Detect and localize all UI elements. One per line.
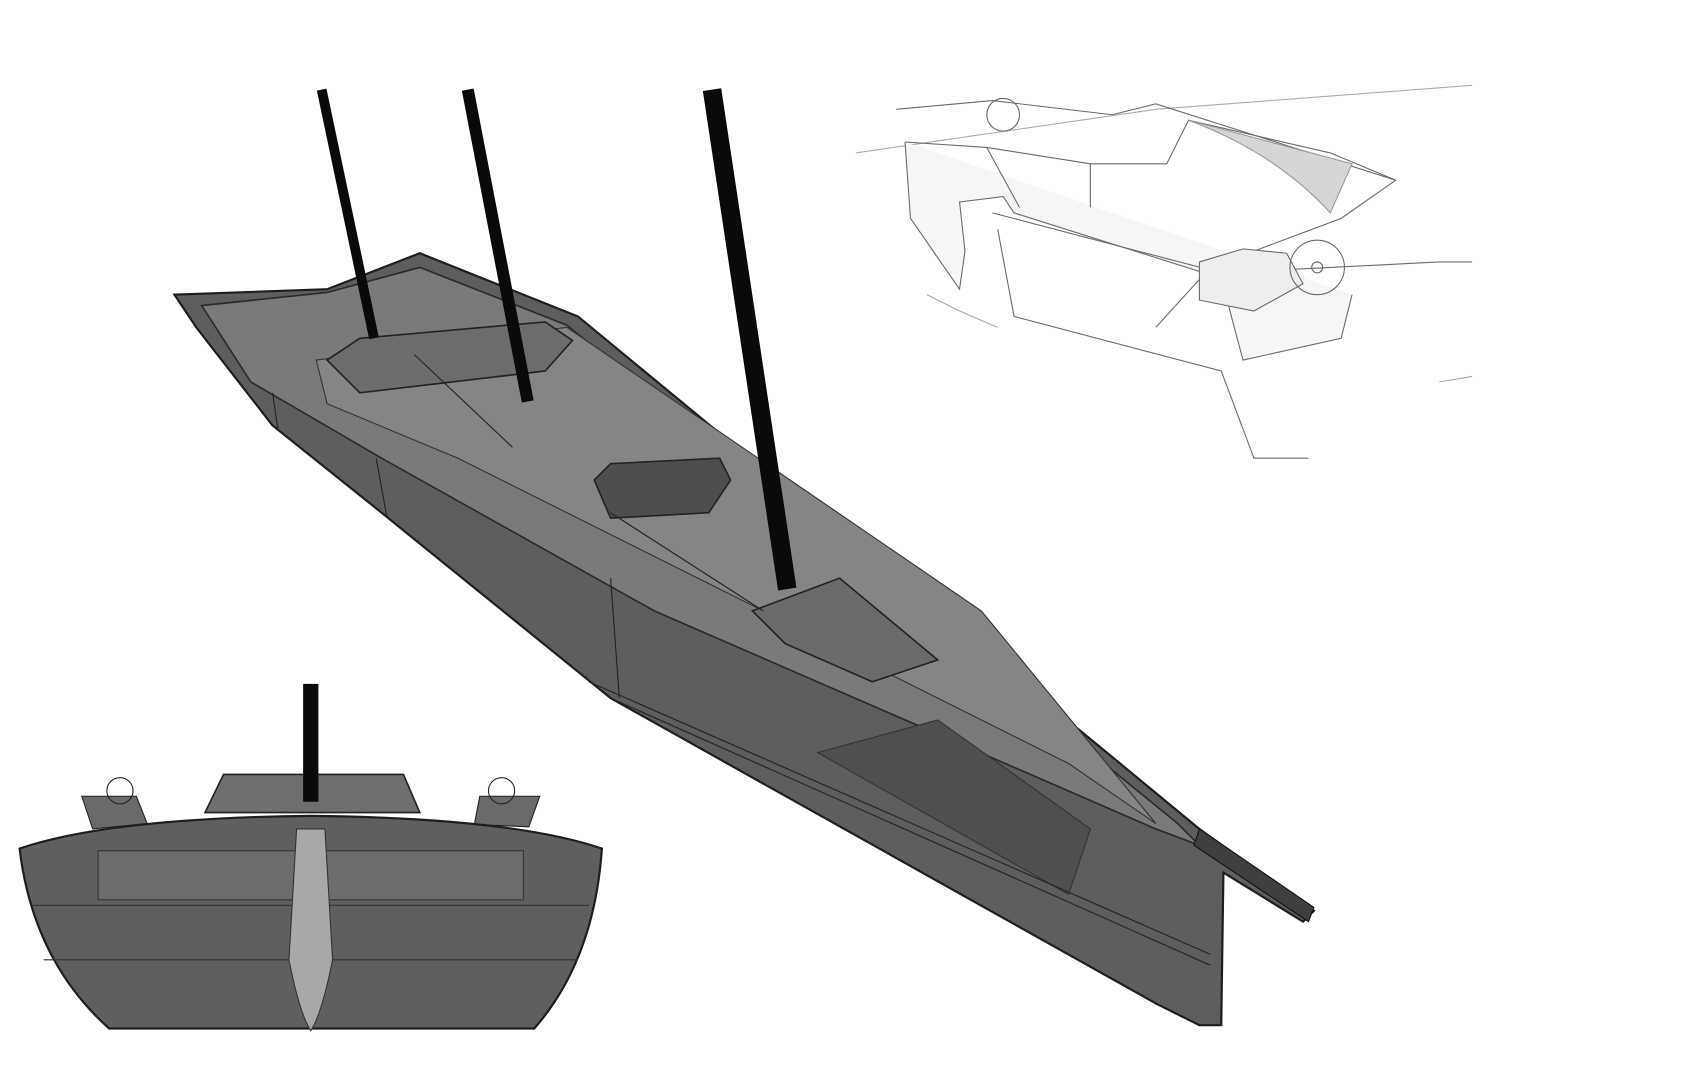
cabin-mid (593, 457, 732, 520)
bowsprit (1193, 828, 1315, 923)
stern-view (18, 683, 604, 1032)
mast-aft (316, 88, 379, 340)
hull-shadow (816, 719, 1092, 896)
main-hull-view (172, 88, 1316, 1027)
stern-keel (288, 828, 334, 1032)
cockpit-detail-view (855, 82, 1473, 470)
mast-main (461, 88, 534, 403)
mast-fore (702, 88, 797, 591)
stern-winch-right (473, 795, 541, 828)
cabin-fwd (750, 577, 940, 683)
deck-inner (315, 326, 1157, 824)
